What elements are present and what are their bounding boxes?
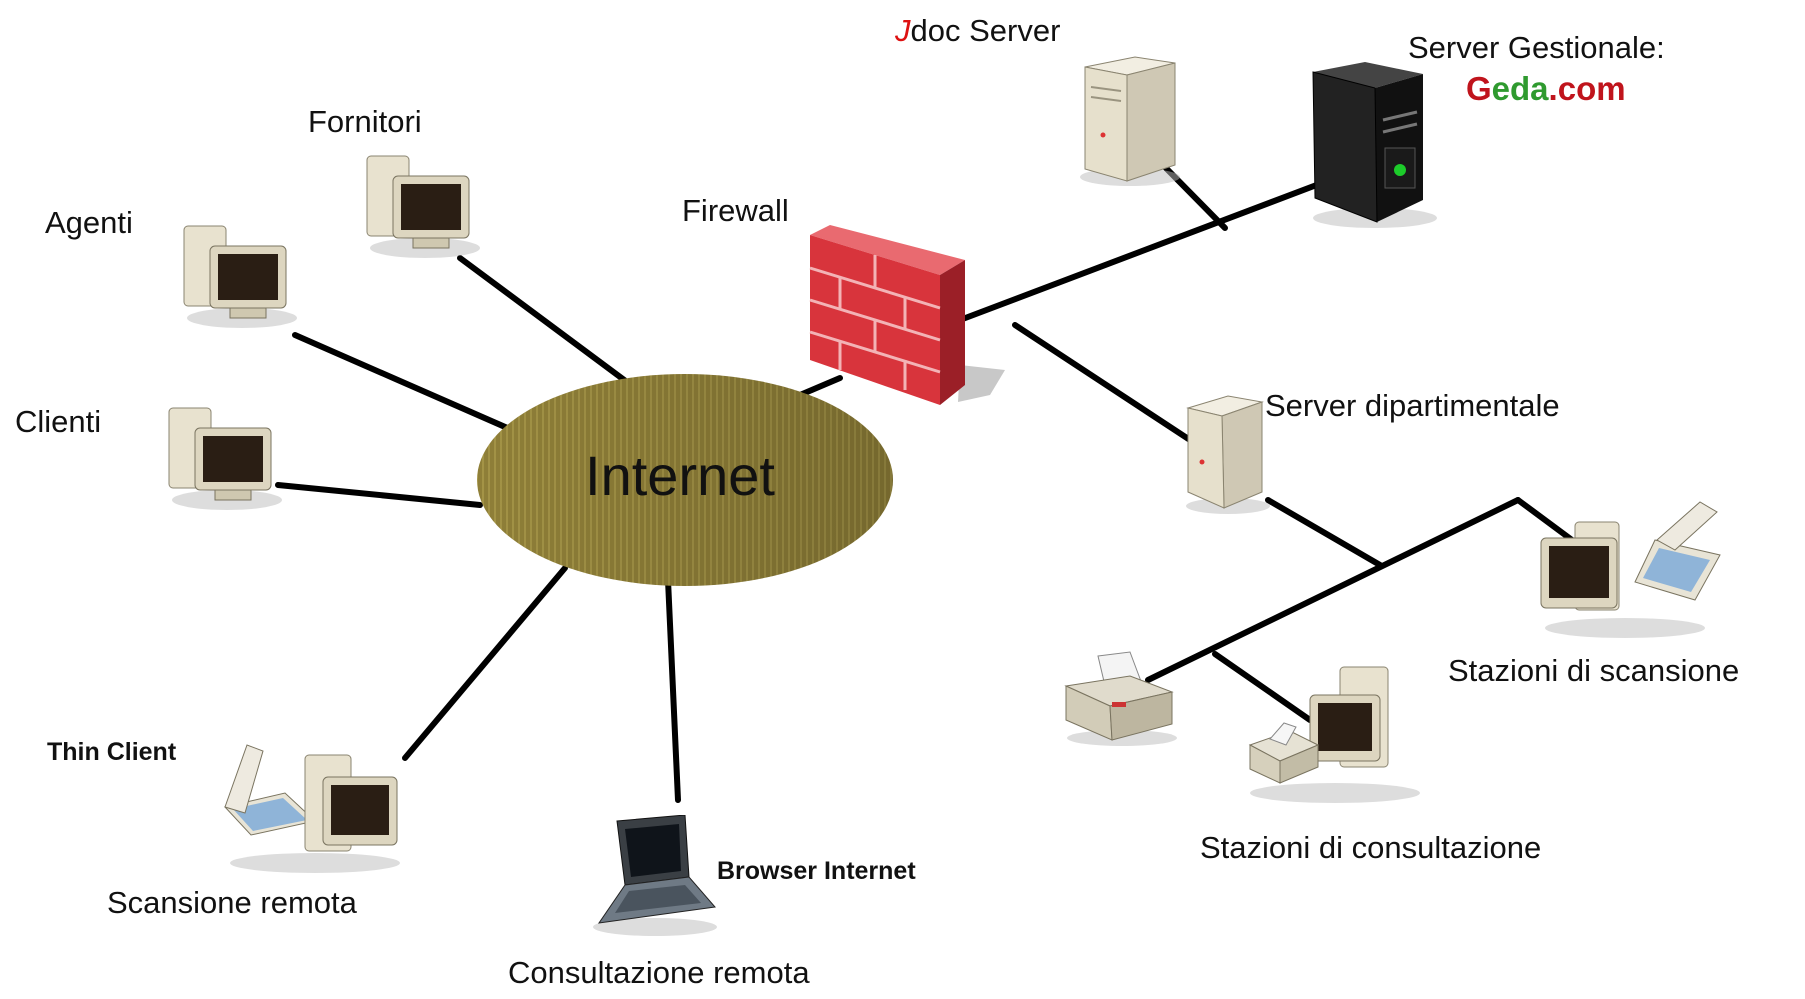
server-dipartimentale-label: Server dipartimentale <box>1265 388 1560 423</box>
firewall-label: Firewall <box>682 193 789 228</box>
browser-internet-label: Browser Internet <box>717 857 916 885</box>
geda-g: G <box>1466 70 1492 107</box>
link-firewall-dipartimentale <box>1012 322 1193 443</box>
link-laptop <box>665 577 681 803</box>
stazioni-scansione-label: Stazioni di scansione <box>1448 653 1740 688</box>
brick-wall-icon <box>809 225 1005 405</box>
internet-cloud <box>477 374 893 586</box>
scanner-workstation-icon <box>1540 501 1721 638</box>
link-thin-client <box>402 565 568 761</box>
desktop-computer-icon <box>168 407 282 510</box>
thin-client-label: Thin Client <box>47 738 177 766</box>
internet-label: Internet <box>585 444 775 507</box>
jdoc-j-letter: J <box>895 13 911 48</box>
server-tower-icon <box>1312 62 1437 228</box>
consultation-workstation-icon <box>1248 666 1420 803</box>
link-stazioni-scansione <box>1515 497 1575 543</box>
clienti-label: Clienti <box>15 404 102 439</box>
link-lan-dipartimentale <box>1265 497 1383 568</box>
geda-brand: Geda.com <box>1466 72 1626 105</box>
server-tower-icon <box>1080 56 1180 186</box>
agenti-label: Agenti <box>45 205 133 240</box>
server-gestionale-label: Server Gestionale: <box>1408 30 1665 65</box>
scansione-remota-label: Scansione remota <box>107 885 357 920</box>
fornitori-label: Fornitori <box>308 104 422 139</box>
desktop-computer-icon <box>183 225 297 328</box>
thin-client-icon <box>224 744 400 873</box>
desktop-computer-icon <box>366 155 480 258</box>
stazioni-consultazione-label: Stazioni di consultazione <box>1200 830 1542 865</box>
link-stazioni-consultazione <box>1212 651 1313 723</box>
consultazione-remota-label: Consultazione remota <box>508 955 810 990</box>
jdoc-server-label: Jdoc Server <box>895 15 1060 46</box>
link-internet-firewall <box>797 375 843 398</box>
geda-eda: eda <box>1491 70 1549 107</box>
jdoc-label-rest: doc Server <box>910 13 1061 48</box>
geda-com: .com <box>1548 70 1626 107</box>
lan-backbone <box>1145 497 1521 683</box>
link-fornitori <box>457 255 638 391</box>
link-agenti <box>292 332 515 433</box>
laptop-icon <box>593 815 717 936</box>
server-tower-icon <box>1186 395 1270 514</box>
printer-icon <box>1064 651 1177 746</box>
link-clienti <box>275 482 483 508</box>
link-firewall-servers <box>957 175 1338 323</box>
